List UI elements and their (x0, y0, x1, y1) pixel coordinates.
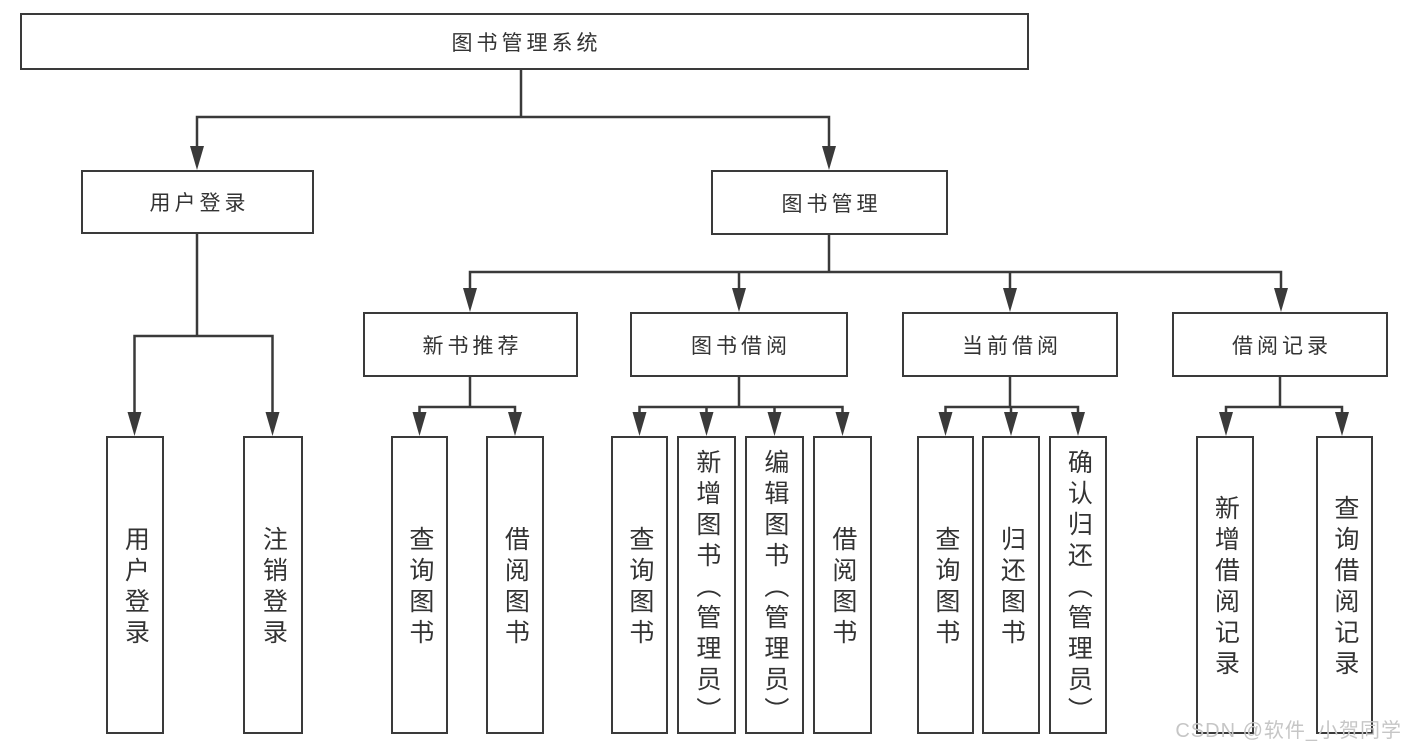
leaf-borrow-books-borrowing: 借阅图书 (813, 436, 872, 734)
node-book-management: 图书管理 (711, 170, 948, 235)
leaf-query-books-recommend: 查询图书 (391, 436, 448, 734)
leaf-confirm-return-admin: 确认归还（管理员） (1049, 436, 1107, 734)
node-book-borrowing: 图书借阅 (630, 312, 848, 377)
csdn-watermark: CSDN @软件_小贺同学 (1175, 720, 1402, 742)
leaf-add-books-admin: 新增图书（管理员） (677, 436, 736, 734)
leaf-borrow-books-recommend: 借阅图书 (486, 436, 544, 734)
node-user-login: 用户登录 (81, 170, 314, 234)
leaf-user-login: 用户登录 (106, 436, 164, 734)
leaf-logout: 注销登录 (243, 436, 303, 734)
leaf-query-books-current: 查询图书 (917, 436, 974, 734)
node-root: 图书管理系统 (20, 13, 1029, 70)
leaf-query-books-borrowing: 查询图书 (611, 436, 668, 734)
leaf-add-borrow-record: 新增借阅记录 (1196, 436, 1254, 734)
node-current-borrowing: 当前借阅 (902, 312, 1118, 377)
leaf-return-books: 归还图书 (982, 436, 1040, 734)
node-new-book-recommend: 新书推荐 (363, 312, 578, 377)
leaf-edit-books-admin: 编辑图书（管理员） (745, 436, 804, 734)
node-borrowing-records: 借阅记录 (1172, 312, 1388, 377)
leaf-query-borrow-record: 查询借阅记录 (1316, 436, 1373, 734)
